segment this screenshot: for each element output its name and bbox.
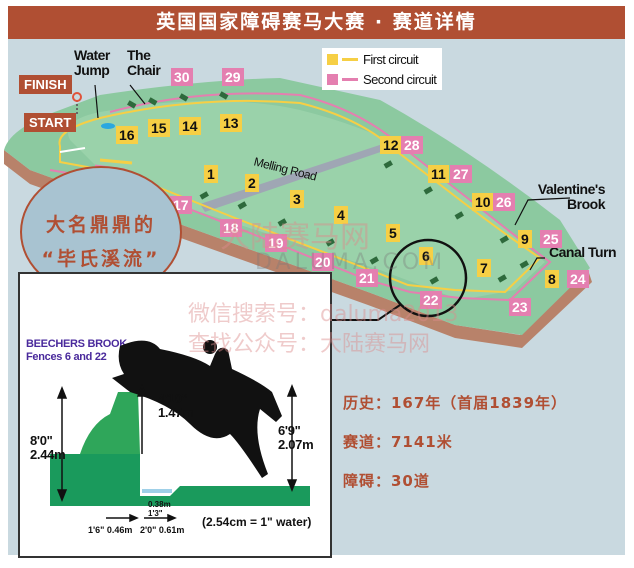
fence-20: 20	[312, 253, 334, 271]
melling-road	[200, 140, 398, 212]
fence-25: 25	[540, 230, 562, 248]
fence-14: 14	[179, 117, 201, 135]
fence-4: 4	[334, 206, 348, 224]
fence-28: 28	[401, 136, 423, 154]
beechers-brook-inset: BEECHERS BROOK Fences 6 and 22 8'0"2	[18, 272, 332, 558]
course-earth-edge	[4, 150, 592, 348]
start-line	[59, 147, 86, 153]
legend: First circuit Second circuit	[322, 48, 442, 90]
fence-2: 2	[245, 174, 259, 192]
yellow-line-icon	[342, 57, 358, 61]
watermark-wechat: 微信搜索号：daluma2013	[188, 302, 459, 327]
legend-first-circuit: First circuit	[327, 51, 419, 67]
horse-jumper-silhouette	[112, 340, 282, 478]
direction-arrow-yellow	[99, 158, 133, 165]
beechers-leader	[330, 304, 401, 321]
water-scale-note: (2.54cm = 1" water)	[198, 514, 316, 530]
callout-line-2: “毕氏溪流”	[41, 248, 161, 270]
total-height-dim: 8'0"2.44m	[30, 433, 66, 462]
fence-24: 24	[567, 270, 589, 288]
fence-23: 23	[509, 298, 531, 316]
beechers-profile-diagram	[50, 340, 310, 523]
page-title: 英国国家障碍赛马大赛 · 赛道详情	[8, 6, 625, 39]
jockey-head	[203, 340, 217, 354]
fence-8: 8	[545, 270, 559, 288]
fence-9: 9	[518, 230, 532, 248]
stat-distance: 赛道：7141米	[343, 433, 453, 451]
fence-21: 21	[356, 269, 378, 287]
fence-height-dim: 4'10"1.47m	[158, 391, 194, 420]
yellow-square-icon	[327, 53, 338, 65]
fence-hedges	[127, 91, 529, 285]
ditch-width-b: 2'0" 0.61m	[140, 525, 185, 535]
legend-second-circuit: Second circuit	[327, 71, 437, 87]
fence-12: 12	[380, 136, 402, 154]
watermark-public-account: 查找公众号：大陆赛马网	[188, 332, 431, 357]
beechers-highlight-circle	[388, 238, 468, 318]
stat-obstacles: 障碍：30道	[343, 472, 430, 490]
fence-15: 15	[148, 119, 170, 137]
canal-turn-label: Canal Turn	[549, 244, 617, 260]
fence-18: 18	[220, 219, 242, 237]
fence-6: 6	[419, 247, 433, 265]
fence-5: 5	[386, 224, 400, 242]
watermark-en-site: DALUMA.COM	[255, 250, 447, 275]
fence-19: 19	[265, 234, 287, 252]
pink-line-icon	[342, 77, 358, 81]
fence-7: 7	[477, 259, 491, 277]
finish-post-icon	[72, 92, 82, 102]
water-ditch	[142, 489, 172, 493]
fence-30: 30	[171, 68, 193, 86]
fence-11: 11	[428, 165, 449, 183]
ditch-width-a: 1'6" 0.46m	[88, 525, 133, 535]
callout-line-1: 大名鼎鼎的	[45, 214, 156, 236]
fence-22: 22	[420, 291, 442, 309]
fence-13: 13	[220, 114, 242, 132]
first-circuit-path	[58, 99, 542, 294]
pink-square-icon	[327, 73, 338, 85]
finish-marker: FINISH	[19, 75, 72, 94]
landing-drop-dim: 6'9"2.07m	[278, 423, 314, 452]
fence-1: 1	[204, 165, 218, 183]
takeoff-ground	[50, 454, 310, 506]
hedge-fence	[80, 392, 140, 454]
fence-10: 10	[472, 193, 494, 211]
water-jump-pool	[101, 123, 115, 129]
fence-3: 3	[290, 190, 304, 208]
fence-26: 26	[493, 193, 515, 211]
fence-16: 16	[116, 126, 138, 144]
inset-title: BEECHERS BROOK Fences 6 and 22	[26, 338, 127, 363]
fence-29: 29	[222, 68, 244, 86]
start-marker: START	[24, 113, 77, 132]
watermark-cn-site: 大陆赛马网	[220, 220, 370, 255]
fence-27: 27	[450, 165, 472, 183]
stat-history: 历史：167年（首届1839年）	[343, 394, 568, 412]
second-circuit-path	[49, 92, 552, 302]
